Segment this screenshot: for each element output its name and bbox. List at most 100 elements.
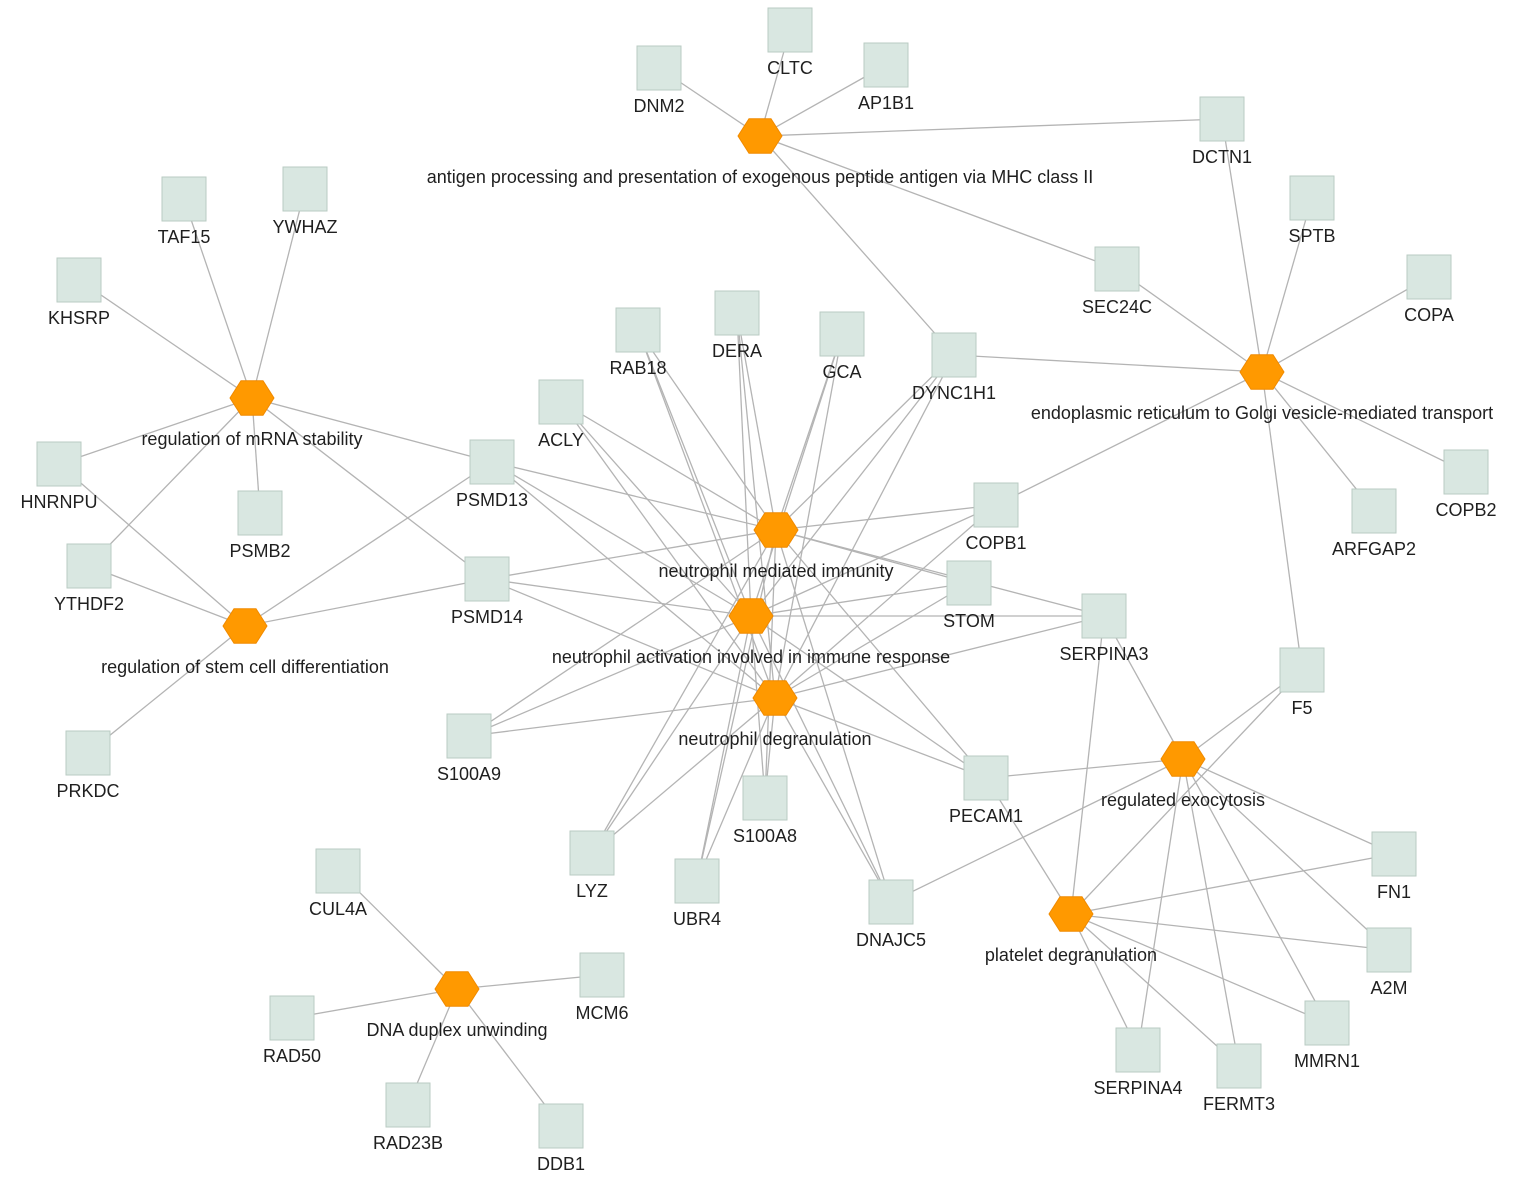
gene-label-ythdf2: YTHDF2 <box>54 594 124 614</box>
gene-node-dync1h1[interactable] <box>931 332 977 378</box>
gene-node-dera[interactable] <box>714 290 760 336</box>
gene-node-mmrn1[interactable] <box>1304 1000 1350 1046</box>
edge-immun-pecam1 <box>775 529 987 779</box>
gene-node-hnrnpu[interactable] <box>36 441 82 487</box>
gene-node-cul4a[interactable] <box>315 848 361 894</box>
gene-node-taf15[interactable] <box>161 176 207 222</box>
edge-activ-psmd14 <box>486 578 752 617</box>
term-node-dna[interactable] <box>434 971 480 1007</box>
gene-node-mcm6[interactable] <box>579 952 625 998</box>
gene-label-taf15: TAF15 <box>158 227 211 247</box>
edge-exo-a2m <box>1182 758 1390 951</box>
gene-node-ythdf2[interactable] <box>66 543 112 589</box>
gene-node-arfgap2[interactable] <box>1351 488 1397 534</box>
gene-label-ap1b1: AP1B1 <box>858 93 914 113</box>
edge-mhc-dync1h1 <box>759 135 955 356</box>
gene-label-acly: ACLY <box>538 430 584 450</box>
edge-immun-psmd13 <box>491 461 777 531</box>
edge-immun-rab18 <box>637 329 777 531</box>
edge-degr-gca <box>774 333 843 699</box>
edge-immun-lyz <box>591 529 777 854</box>
gene-node-psmd14[interactable] <box>464 556 510 602</box>
term-node-er[interactable] <box>1239 354 1285 390</box>
term-label-mrna: regulation of mRNA stability <box>141 429 362 449</box>
edge-activ-copb1 <box>750 504 997 617</box>
gene-node-ap1b1[interactable] <box>863 42 909 88</box>
gene-node-stom[interactable] <box>946 560 992 606</box>
edge-stem-hnrnpu <box>58 463 246 627</box>
term-node-plat[interactable] <box>1048 896 1094 932</box>
gene-node-copb1[interactable] <box>973 482 1019 528</box>
gene-label-prkdc: PRKDC <box>56 781 119 801</box>
gene-node-dnajc5[interactable] <box>868 879 914 925</box>
edge-immun-dera <box>736 312 777 531</box>
edge-er-copa <box>1261 276 1430 373</box>
term-node-mrna[interactable] <box>229 380 275 416</box>
edge-plat-serpina4 <box>1070 913 1139 1051</box>
gene-node-ubr4[interactable] <box>674 858 720 904</box>
term-label-activ: neutrophil activation involved in immune… <box>552 647 950 667</box>
gene-node-serpina3[interactable] <box>1081 593 1127 639</box>
gene-node-ywhaz[interactable] <box>282 166 328 212</box>
gene-node-copa[interactable] <box>1406 254 1452 300</box>
edge-mrna-taf15 <box>183 198 253 399</box>
edge-exo-serpina4 <box>1137 758 1184 1051</box>
edge-activ-pecam1 <box>750 615 987 779</box>
gene-node-psmb2[interactable] <box>237 490 283 536</box>
edge-activ-dync1h1 <box>750 354 955 617</box>
gene-node-psmd13[interactable] <box>469 439 515 485</box>
gene-node-dctn1[interactable] <box>1199 96 1245 142</box>
edge-activ-s100a9 <box>468 615 752 737</box>
gene-label-s100a8: S100A8 <box>733 826 797 846</box>
edge-er-sptb <box>1261 197 1313 373</box>
gene-node-rad50[interactable] <box>269 995 315 1041</box>
gene-node-sec24c[interactable] <box>1094 246 1140 292</box>
gene-node-ddb1[interactable] <box>538 1103 584 1149</box>
gene-node-prkdc[interactable] <box>65 730 111 776</box>
edge-activ-ubr4 <box>696 615 752 882</box>
edge-er-dync1h1 <box>953 354 1263 373</box>
edge-mrna-ythdf2 <box>88 397 253 567</box>
edge-immun-dync1h1 <box>775 354 955 531</box>
term-node-stem[interactable] <box>222 608 268 644</box>
term-label-er: endoplasmic reticulum to Golgi vesicle-m… <box>1031 403 1493 423</box>
gene-node-serpina4[interactable] <box>1115 1027 1161 1073</box>
gene-node-cltc[interactable] <box>767 7 813 53</box>
gene-label-arfgap2: ARFGAP2 <box>1332 539 1416 559</box>
edge-er-f5 <box>1261 371 1303 671</box>
gene-label-serpina3: SERPINA3 <box>1059 644 1148 664</box>
term-node-immun[interactable] <box>753 512 799 548</box>
edge-dna-rad50 <box>291 988 458 1019</box>
edge-exo-mmrn1 <box>1182 758 1328 1024</box>
term-node-degr[interactable] <box>752 680 798 716</box>
gene-node-gca[interactable] <box>819 311 865 357</box>
gene-label-serpina4: SERPINA4 <box>1093 1078 1182 1098</box>
gene-node-a2m[interactable] <box>1366 927 1412 973</box>
edge-dna-mcm6 <box>456 974 603 990</box>
gene-node-s100a9[interactable] <box>446 713 492 759</box>
gene-node-rad23b[interactable] <box>385 1082 431 1128</box>
edge-degr-dnajc5 <box>774 697 892 903</box>
term-label-exo: regulated exocytosis <box>1101 790 1265 810</box>
gene-label-rab18: RAB18 <box>609 358 666 378</box>
edge-immun-copb1 <box>775 504 997 531</box>
gene-label-s100a9: S100A9 <box>437 764 501 784</box>
gene-label-mcm6: MCM6 <box>576 1003 629 1023</box>
gene-node-fn1[interactable] <box>1371 831 1417 877</box>
gene-node-acly[interactable] <box>538 379 584 425</box>
gene-node-khsrp[interactable] <box>56 257 102 303</box>
gene-node-copb2[interactable] <box>1443 449 1489 495</box>
gene-node-sptb[interactable] <box>1289 175 1335 221</box>
gene-node-f5[interactable] <box>1279 647 1325 693</box>
gene-node-lyz[interactable] <box>569 830 615 876</box>
gene-node-s100a8[interactable] <box>742 775 788 821</box>
gene-node-fermt3[interactable] <box>1216 1043 1262 1089</box>
gene-node-pecam1[interactable] <box>963 755 1009 801</box>
edge-mrna-ywhaz <box>251 188 306 399</box>
term-node-mhc[interactable] <box>737 118 783 154</box>
gene-node-rab18[interactable] <box>615 307 661 353</box>
term-node-exo[interactable] <box>1160 741 1206 777</box>
gene-node-dnm2[interactable] <box>636 45 682 91</box>
term-node-activ[interactable] <box>728 598 774 634</box>
